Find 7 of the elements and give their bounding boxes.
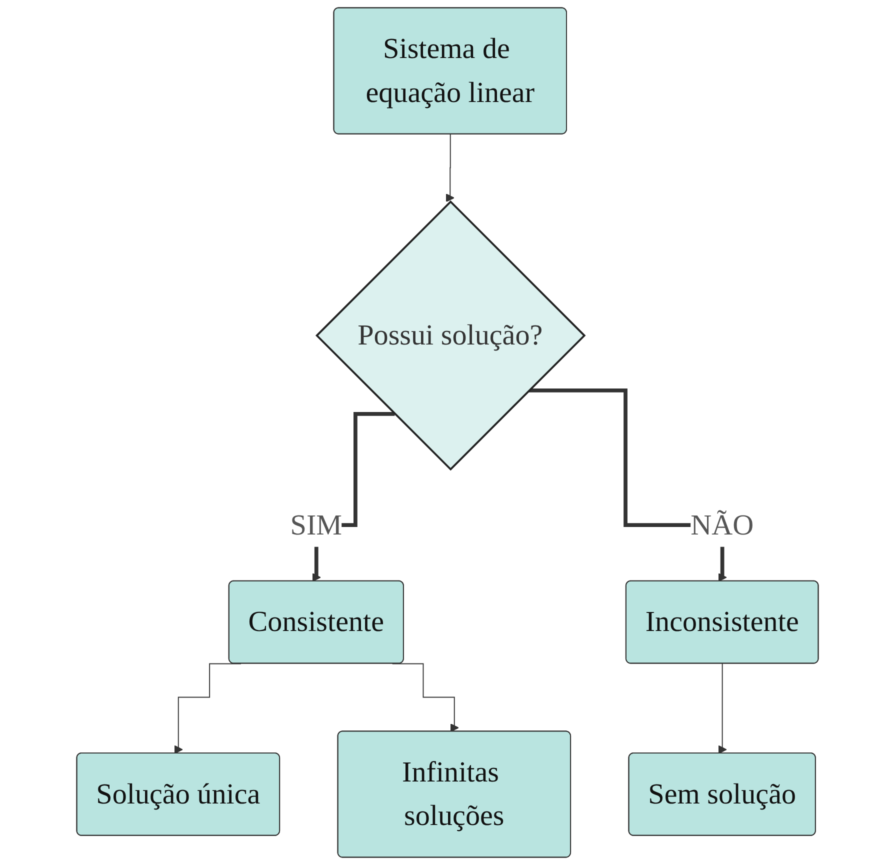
edge-label: SIM [290, 509, 342, 542]
node-diamond: Possui solução? [315, 200, 586, 471]
arrow [392, 663, 459, 732]
edge-label: NÃO [690, 509, 754, 542]
arrow [174, 663, 242, 754]
arrow [718, 663, 727, 754]
arrow [446, 134, 454, 202]
